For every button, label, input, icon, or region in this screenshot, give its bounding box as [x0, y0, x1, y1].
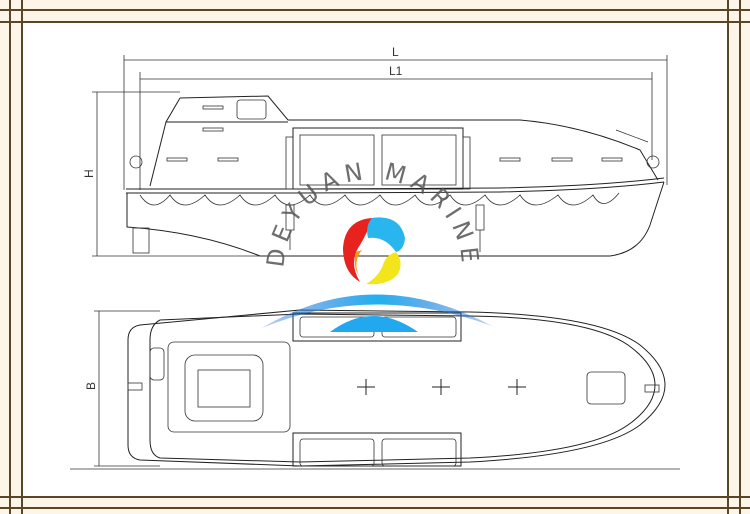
- logo-icon: [343, 217, 405, 285]
- watermark-blue-wave: [330, 316, 418, 332]
- dimension-label-b: B: [84, 382, 98, 390]
- dimension-label-l1: L1: [389, 64, 403, 78]
- dimension-lines: [70, 55, 680, 470]
- dimension-label-l: L: [392, 45, 399, 59]
- plan-view: [127, 309, 666, 467]
- side-view: [126, 95, 665, 257]
- dimension-label-h: H: [82, 169, 96, 178]
- watermark-blue-arc: [262, 294, 492, 328]
